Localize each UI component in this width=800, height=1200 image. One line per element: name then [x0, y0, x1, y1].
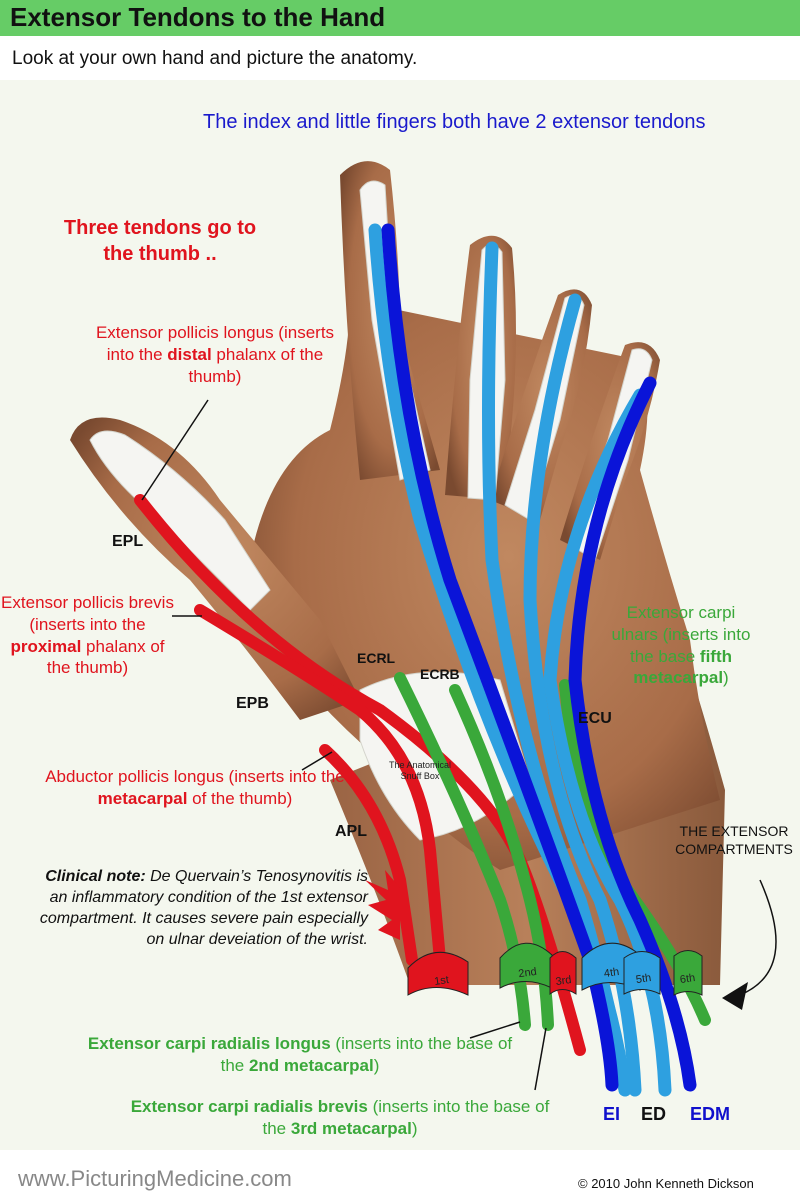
- compartment-labels: 1st 2nd 3rd 4th 5th 6th: [433, 966, 696, 988]
- ecrl-label: ECRL: [357, 650, 396, 666]
- clinical-note: Clinical note: De Quervain’s Tenosynovit…: [39, 868, 368, 949]
- thumb-note: Three tendons go to the thumb ..: [63, 217, 257, 265]
- epb-label: EPB: [236, 695, 269, 712]
- copyright: © 2010 John Kenneth Dickson: [578, 1176, 754, 1191]
- ecrl-leader: [469, 1021, 521, 1039]
- ei-tendon: [381, 223, 619, 1092]
- ecrl-description: Extensor carpi radialis longus (inserts …: [87, 1034, 513, 1075]
- compartment-6th: [673, 950, 703, 996]
- ecu-label: ECU: [578, 710, 612, 727]
- index-little-note: The index and little fingers both have 2…: [203, 111, 706, 133]
- apl-leader: [301, 751, 333, 771]
- compartments-arrowhead-icon: [722, 982, 748, 1010]
- apl-description: Abductor pollicis longus (inserts into t…: [45, 767, 345, 808]
- ecu-description: Extensor carpi ulnars (inserts into the …: [611, 603, 751, 688]
- epb-description: Extensor pollicis brevis (inserts into t…: [1, 593, 174, 678]
- ecrb-leader: [534, 1027, 547, 1091]
- compartment-label-2nd: 2nd: [518, 966, 538, 980]
- ei-label: EI: [603, 1104, 621, 1124]
- anatomical-snuff-box-label: The Anatomical Snuff Box: [388, 760, 452, 781]
- epl-description: Extensor pollicis longus (inserts into t…: [95, 323, 335, 386]
- page-title: Extensor Tendons to the Hand: [10, 2, 386, 32]
- website-link[interactable]: www.PicturingMedicine.com: [18, 1166, 292, 1191]
- epb-tendon: [194, 604, 446, 966]
- ed-label: ED: [641, 1104, 667, 1124]
- extensor-compartments: [407, 942, 703, 996]
- ecrb-label: ECRB: [420, 666, 460, 682]
- compartment-3rd: [549, 951, 577, 995]
- compartment-5th: [623, 951, 661, 995]
- page-subtitle: Look at your own hand and picture the an…: [12, 48, 418, 69]
- pain-starburst-icon: [365, 870, 400, 940]
- compartment-label-3rd: 3rd: [555, 974, 572, 988]
- compartment-label-4th: 4th: [603, 966, 620, 980]
- epl-tendon: [134, 494, 586, 1056]
- epl-label: EPL: [112, 533, 144, 550]
- epl-leader: [141, 399, 209, 501]
- leader-lines: [141, 399, 777, 1091]
- extensor-compartments-label: THE EXTENSOR COMPARTMENTS: [675, 823, 793, 858]
- apl-label: APL: [335, 823, 367, 840]
- compartment-1st: [407, 951, 469, 996]
- compartment-label-1st: 1st: [433, 974, 449, 988]
- compartment-label-5th: 5th: [635, 972, 652, 986]
- ecrb-description: Extensor carpi radialis brevis (inserts …: [130, 1097, 550, 1138]
- compartments-arrow: [739, 879, 777, 996]
- thumb-bones: [89, 430, 271, 611]
- edm-label: EDM: [690, 1104, 730, 1124]
- title-bar: Extensor Tendons to the Hand: [0, 0, 800, 36]
- compartment-label-6th: 6th: [679, 972, 696, 986]
- apl-tendon: [319, 744, 418, 966]
- edm-tendon: [568, 376, 697, 1092]
